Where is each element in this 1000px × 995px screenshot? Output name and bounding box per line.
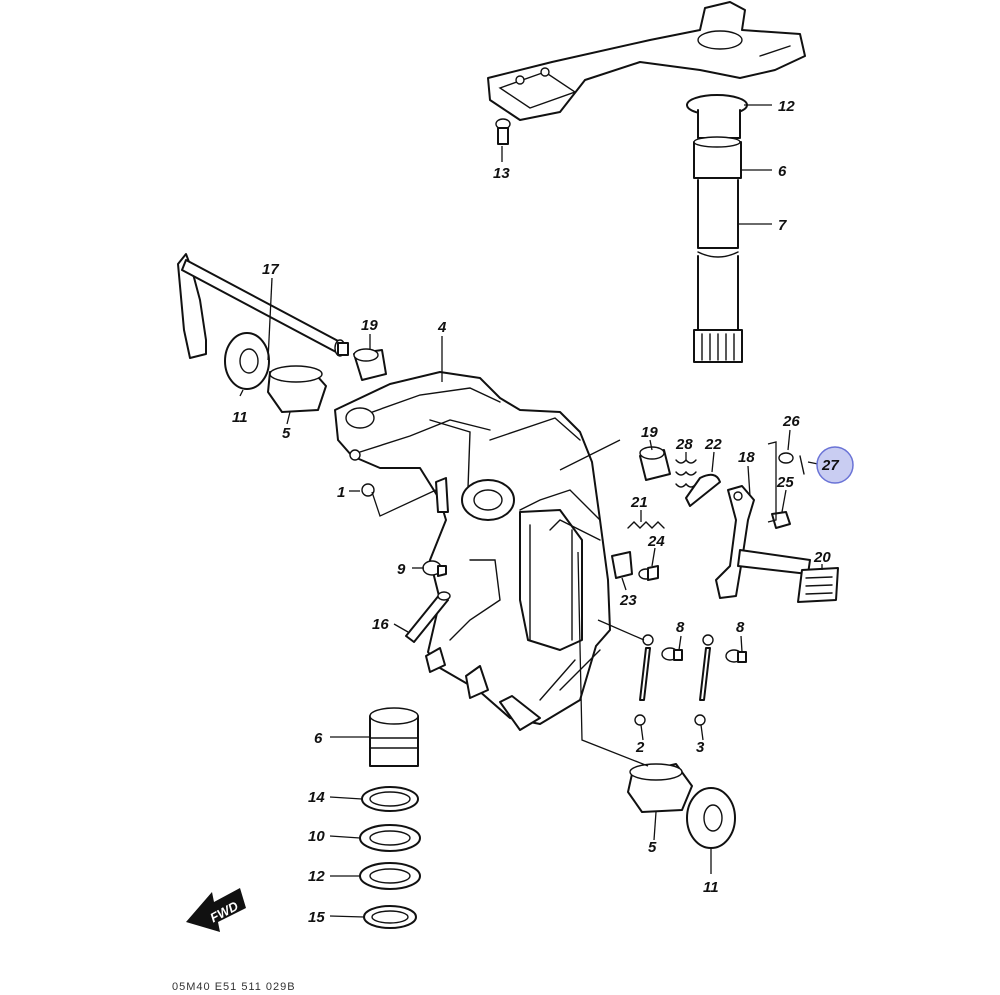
bolt-9: [422, 560, 447, 577]
callout-17[interactable]: 17: [262, 261, 279, 278]
callout-9[interactable]: 9: [397, 561, 406, 578]
bushing-5-left: [267, 365, 327, 413]
washer-26: [778, 452, 794, 464]
callout-19[interactable]: 19: [361, 317, 378, 334]
washer-14: [361, 786, 419, 812]
callout-24[interactable]: 24: [647, 533, 665, 550]
callout-23[interactable]: 23: [619, 592, 637, 609]
bushing-6-lower: [369, 707, 419, 767]
spring-21: [627, 521, 665, 529]
callout-18[interactable]: 18: [738, 449, 755, 466]
spring-28: [675, 458, 697, 488]
screw-24: [638, 565, 659, 581]
bolt-13: [495, 118, 511, 145]
ground-lead-3: [694, 634, 714, 726]
pin-27: [799, 455, 805, 475]
callout-11[interactable]: 11: [703, 879, 719, 896]
callout-2[interactable]: 2: [635, 739, 645, 756]
circlip-15: [363, 905, 417, 929]
pin-16: [405, 591, 451, 643]
washer-12: [359, 862, 421, 890]
callout-5[interactable]: 5: [282, 425, 291, 442]
steering-arm: [487, 1, 806, 121]
grease-nipple-1: [361, 483, 437, 517]
steering-shaft: [686, 94, 748, 363]
pad-20: [797, 567, 839, 603]
callout-labels: 12 13 6 7 17 19 4 11 5 1 19 28 22 26 27 …: [232, 98, 839, 926]
callout-1[interactable]: 1: [337, 484, 345, 501]
callout-12[interactable]: 12: [308, 868, 325, 885]
bushing-19-right: [639, 446, 671, 481]
lock-assembly-bracket-line: [767, 441, 777, 523]
callout-28[interactable]: 28: [675, 436, 693, 453]
callout-6[interactable]: 6: [778, 163, 787, 180]
callout-3[interactable]: 3: [696, 739, 705, 756]
callout-14[interactable]: 14: [308, 789, 325, 806]
callout-11[interactable]: 11: [232, 409, 248, 426]
tilt-rod-17: [177, 253, 349, 359]
callout-22[interactable]: 22: [704, 436, 722, 453]
callout-10[interactable]: 10: [308, 828, 325, 845]
callout-8[interactable]: 8: [736, 619, 745, 636]
bushing-19-left: [353, 348, 387, 381]
lock-lever-18: [715, 485, 811, 599]
callout-27[interactable]: 27: [821, 457, 839, 474]
callout-26[interactable]: 26: [782, 413, 800, 430]
washer-11-left: [224, 332, 270, 390]
callout-19[interactable]: 19: [641, 424, 658, 441]
swivel-bracket-4: [334, 371, 611, 731]
ground-lead-2: [634, 634, 654, 726]
leader-lines: [239, 104, 823, 918]
bushing-5-lower: [627, 763, 693, 813]
callout-4[interactable]: 4: [437, 319, 447, 336]
bolt-8-right: [725, 649, 747, 663]
washer-10: [359, 824, 421, 852]
footer-figure-code: 05M40 E51 511 029B: [172, 982, 296, 993]
plate-23: [611, 551, 633, 579]
callout-20[interactable]: 20: [813, 549, 831, 566]
bolt-8-left: [661, 647, 683, 661]
callout-25[interactable]: 25: [776, 474, 794, 491]
fwd-arrow-icon: FWD: [186, 888, 246, 932]
selected-callout-highlight: [816, 446, 854, 484]
callout-5[interactable]: 5: [648, 839, 657, 856]
callout-21[interactable]: 21: [630, 494, 648, 511]
washer-11-lower: [686, 787, 736, 849]
clip-22: [685, 473, 721, 507]
callout-8[interactable]: 8: [676, 619, 685, 636]
callout-15[interactable]: 15: [308, 909, 325, 926]
callout-6[interactable]: 6: [314, 730, 323, 747]
callout-7[interactable]: 7: [778, 217, 787, 234]
callout-12[interactable]: 12: [778, 98, 795, 115]
callout-13[interactable]: 13: [493, 165, 510, 182]
callout-16[interactable]: 16: [372, 616, 389, 633]
